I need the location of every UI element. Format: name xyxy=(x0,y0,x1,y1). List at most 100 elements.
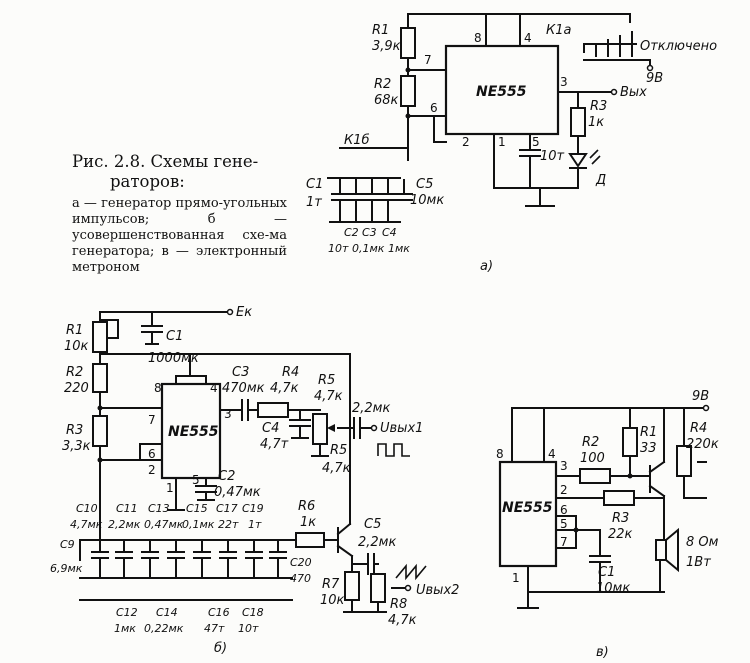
potentiometer-r5-b xyxy=(312,413,328,445)
c1-c-label: С1 xyxy=(598,565,615,580)
pin3-b: 3 xyxy=(224,407,232,421)
supply-a-label: 9В xyxy=(646,71,663,86)
circuit-c-label: в) xyxy=(596,645,609,660)
r2-a-value: 68к xyxy=(374,93,399,108)
caption-item-a: а — генератор прямо-угольных импульсов; xyxy=(72,196,287,227)
c12-label: С12 xyxy=(116,606,138,619)
uout2-label: Uвых2 xyxy=(416,583,459,598)
circuit-a-label: а) xyxy=(480,259,493,274)
c10-label: С10 xyxy=(76,502,98,515)
caption-description: а — генератор прямо-угольных импульсов; … xyxy=(72,196,287,276)
pin6-a: 6 xyxy=(430,101,438,115)
r5-b-value: 4,7к xyxy=(314,389,343,404)
c13-value: 0,47мк xyxy=(144,518,184,531)
c10-value: 4,7мк xyxy=(70,518,103,531)
pin8-b: 8 xyxy=(154,381,162,395)
c18-label: С18 xyxy=(242,606,264,619)
ne555-chip-b xyxy=(160,382,222,480)
c2-a-label: С2 xyxy=(344,226,359,239)
c5-b-value: 2,2мк xyxy=(358,535,396,550)
r4-b-value: 4,7к xyxy=(270,381,299,396)
square-wave-symbol xyxy=(377,443,410,457)
pin7-a: 7 xyxy=(424,53,432,67)
pin4-a: 4 xyxy=(524,31,532,45)
c4-b-value: 4,7т xyxy=(260,437,289,452)
c20-label: С20 xyxy=(290,556,312,569)
c11-value: 2,2мк xyxy=(108,518,141,531)
c3-a-value: 0,1мк xyxy=(352,242,385,255)
k1a-label: К1а xyxy=(546,23,572,38)
r2-c-value: 100 xyxy=(580,451,605,466)
r1-a-label: R1 xyxy=(372,23,389,38)
c3-b-value: 470мк xyxy=(222,381,265,396)
uout1-label: Uвых1 xyxy=(380,421,423,436)
chip-b-label: NE555 xyxy=(168,424,219,440)
c15-value: 0,1мк xyxy=(182,518,215,531)
c20-value: 470 xyxy=(290,572,311,585)
pin5-c: 5 xyxy=(560,517,568,531)
c3-a-label: С3 xyxy=(362,226,377,239)
r1-b-label: R1 xyxy=(66,323,83,338)
pin5-b: 5 xyxy=(192,473,200,487)
capacitor-bank-a xyxy=(331,177,413,223)
potentiometer-r1-b xyxy=(92,321,108,353)
c19-label: С19 xyxy=(242,502,264,515)
resistor-r2 xyxy=(400,75,416,107)
r2-c-label: R2 xyxy=(582,435,599,450)
c-out-b-value: 2,2мк xyxy=(352,401,390,416)
circuit-b: Ек С1 1000мк R1 10к R2 220 R3 3,3к 8 4 7… xyxy=(50,305,459,656)
pin7-b: 7 xyxy=(148,413,156,427)
resistor-r3-b xyxy=(92,415,108,447)
c5-a-label: С5 xyxy=(416,177,433,192)
pin3-a: 3 xyxy=(560,75,568,89)
caption-title-line2: раторов: xyxy=(110,172,185,191)
r3-b-label: R3 xyxy=(66,423,83,438)
r1-b-value: 10к xyxy=(64,339,89,354)
r1-c-label: R1 xyxy=(640,425,657,440)
r5b-b-label: R5 xyxy=(330,443,347,458)
pin2-b: 2 xyxy=(148,463,156,477)
pin8-a: 8 xyxy=(474,31,482,45)
led-diode xyxy=(568,153,588,168)
r2-a-label: R2 xyxy=(374,77,391,92)
circuit-c: 9В 8 4 3 2 6 5 7 1 NE555 R2 100 R1 33 R4… xyxy=(496,389,719,660)
resistor-r2-c xyxy=(579,468,611,484)
supply-c-label: 9В xyxy=(692,389,709,404)
pin6-c: 6 xyxy=(560,503,568,517)
circuit-a: R1 3,9к R2 68к 7 6 2 8 4 3 1 5 NE555 К1а… xyxy=(306,13,717,274)
r7-b-label: R7 xyxy=(322,577,340,592)
r6-b-label: R6 xyxy=(298,499,315,514)
c1-b-label: С1 xyxy=(166,329,183,344)
figure-caption: Рис. 2.8. Схемы гене- раторов: а — генер… xyxy=(72,152,287,276)
r4-c-label: R4 xyxy=(690,421,707,436)
r2-b-label: R2 xyxy=(66,365,83,380)
c4-a-label: С4 xyxy=(382,226,397,239)
r4-c-value: 220к xyxy=(686,437,719,452)
resistor-r4-b xyxy=(257,402,289,418)
caption-item-b: б — усовершенствованная схе-ма генератор… xyxy=(72,212,287,259)
r3-c-value: 22к xyxy=(608,527,633,542)
pin3-c: 3 xyxy=(560,459,568,473)
out-a-label: Вых xyxy=(620,85,647,100)
pin2-c: 2 xyxy=(560,483,568,497)
ne555-chip-a xyxy=(444,44,560,136)
resistor-r2-b xyxy=(92,363,108,393)
c12-value: 1мк xyxy=(114,622,136,635)
resistor-r1 xyxy=(400,27,416,59)
c2-a-value: 10т xyxy=(328,242,349,255)
c19-value: 1т xyxy=(248,518,262,531)
pin4-b: 4 xyxy=(210,381,218,395)
c3-b-label: С3 xyxy=(232,365,249,380)
r5-b-label: R5 xyxy=(318,373,335,388)
r8-b-value: 4,7к xyxy=(388,613,417,628)
rc-ladder xyxy=(91,539,287,579)
chip-a-label: NE555 xyxy=(476,84,527,100)
pin7-c: 7 xyxy=(560,535,568,549)
speaker-icon xyxy=(655,539,667,561)
pin4-c: 4 xyxy=(548,447,556,461)
c5-b-label: С5 xyxy=(364,517,381,532)
pin1-b: 1 xyxy=(166,481,174,495)
c1-a-label: С1 xyxy=(306,177,323,192)
